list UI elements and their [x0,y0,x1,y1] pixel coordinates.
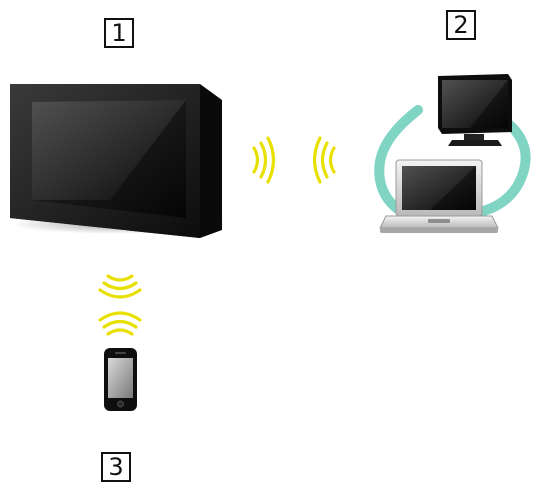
signal-icon [98,274,142,336]
label-tv: 1 [104,18,134,48]
tv-icon [10,84,230,238]
smartphone-icon [104,348,137,411]
monitor-icon [438,74,512,146]
signal-icon [252,136,336,184]
label-network-devices: 2 [446,10,476,40]
label-smartphone: 3 [101,452,131,482]
laptop-icon [379,159,499,233]
